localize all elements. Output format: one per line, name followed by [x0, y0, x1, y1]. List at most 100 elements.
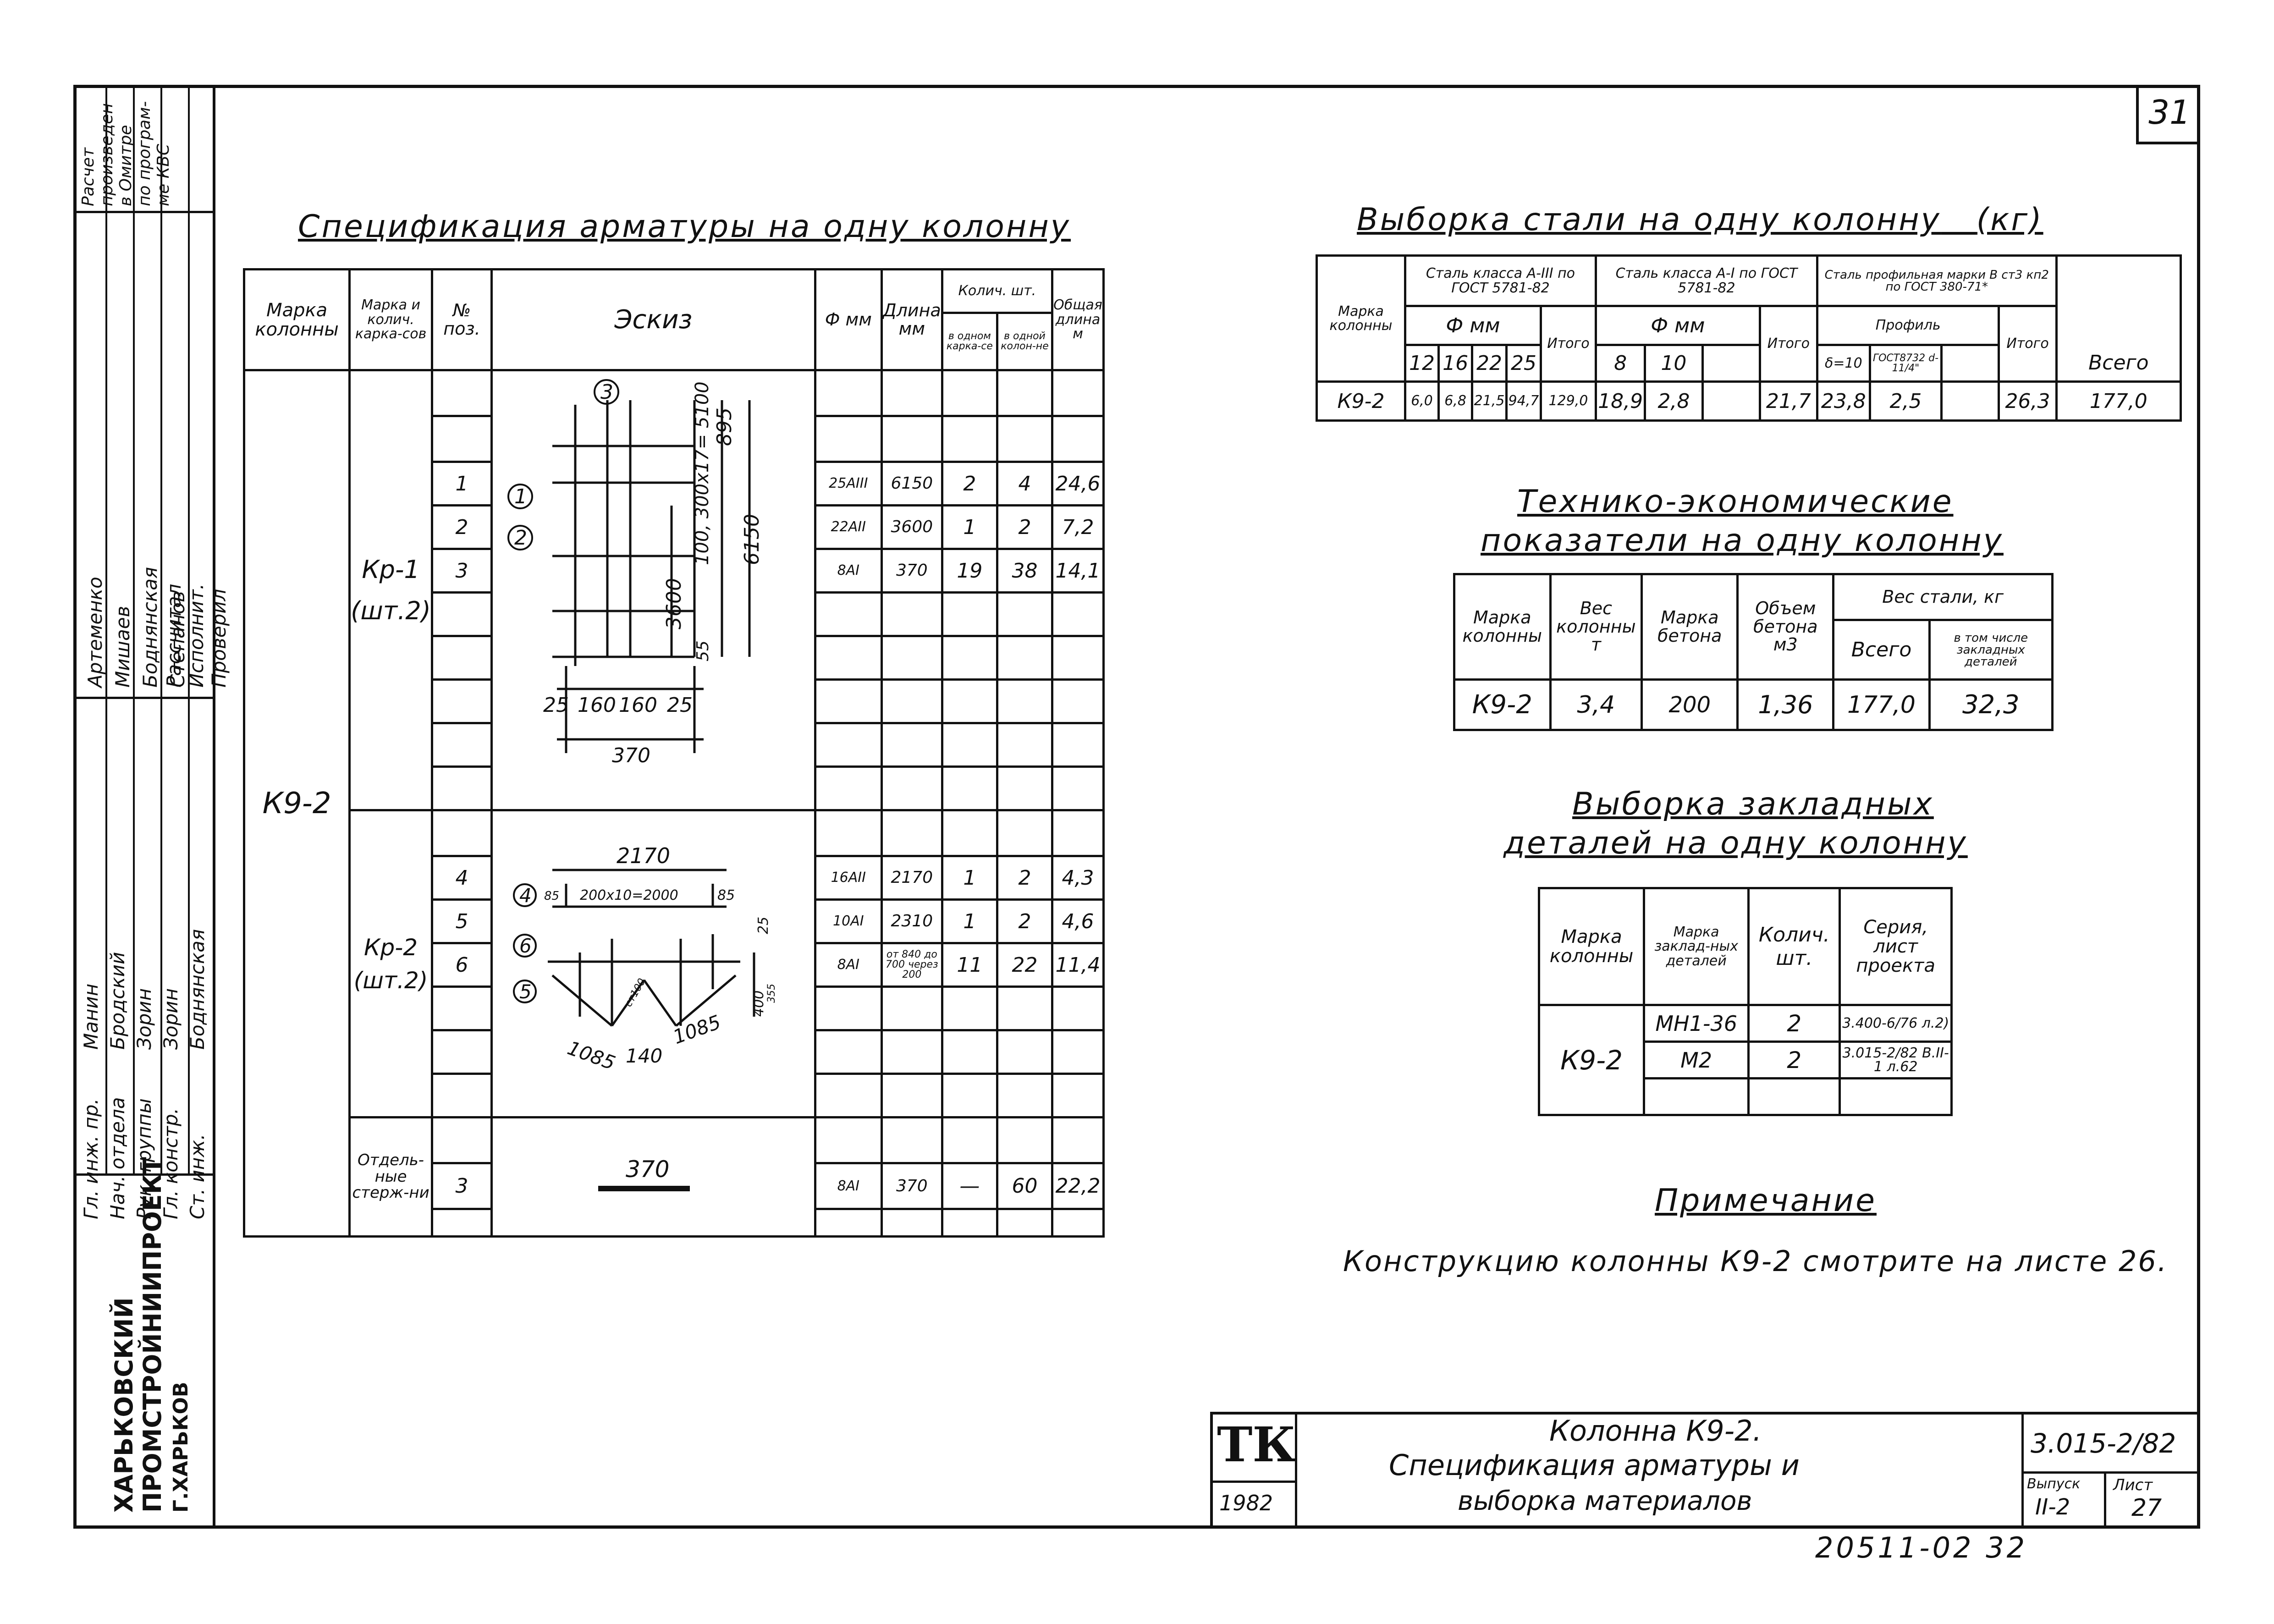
- bottom-code: 20511-02 32: [1815, 1531, 2028, 1564]
- spec-title: Спецификация арматуры на одну колонну: [298, 209, 1071, 245]
- steel-a3: 21,5: [1471, 380, 1508, 422]
- tech-title-1: Технико-экономические: [1517, 484, 1954, 520]
- steel-a1: [1701, 380, 1761, 422]
- sketch2-pos5: 5: [519, 980, 532, 1003]
- embedded-title-2: деталей на одну колонну: [1503, 825, 1968, 861]
- spec-row-len: 3600: [880, 504, 943, 550]
- stamp-title-3: выборка материалов: [1458, 1485, 1752, 1516]
- sketch1-b3: 160: [619, 694, 657, 717]
- sketch1-d3: 100, 300х17= 5100: [692, 381, 713, 565]
- steel-itogo-a3: Итого: [1539, 305, 1597, 383]
- spec-h-sketch: Эскиз: [490, 268, 816, 371]
- title-sidebar: [73, 85, 215, 1529]
- spec-group-separate: Отдель-ные стерж-ни: [348, 1116, 433, 1238]
- spec-row-q2: 2: [996, 504, 1054, 550]
- spec-row-phi: 8АI: [814, 548, 883, 594]
- spec-row-total: 22,2: [1051, 1162, 1105, 1210]
- steel-phimm-a3: Ф мм: [1404, 305, 1542, 346]
- steel-col-a3: 16: [1437, 344, 1474, 383]
- emb-row-qty: 2: [1747, 1040, 1841, 1079]
- tech-row-all: 177,0: [1832, 678, 1931, 731]
- spec-row-q1: 2: [941, 461, 998, 506]
- spec-row-total: 14,1: [1051, 548, 1105, 594]
- steel-phimm-a1: Ф мм: [1594, 305, 1761, 346]
- steel-col-prof: δ=10: [1816, 344, 1871, 383]
- sketch2-c: 1085: [670, 1010, 724, 1048]
- steel-prof: 23,8: [1816, 380, 1871, 422]
- sketch2-h2: 355: [766, 984, 777, 1003]
- steel-total: 177,0: [2055, 380, 2182, 422]
- sketch2-b: 140: [626, 1045, 662, 1067]
- sketch-kr1: 3 1 2 895 100, 300х17= 5100 6150 3600 55…: [507, 379, 764, 767]
- sketch1-d6150: 6150: [740, 514, 764, 565]
- spec-row-len: 370: [880, 548, 943, 594]
- spec-row-q2: 4: [996, 461, 1054, 506]
- spec-row-len: от 840 до 700 через 200: [880, 942, 943, 988]
- sketch2-85l: 85: [544, 889, 559, 903]
- sketch2-top: 2170: [617, 843, 670, 868]
- sketch1-b4: 25: [667, 694, 693, 717]
- spec-row-q2: 38: [996, 548, 1054, 594]
- sketch2-25: 25: [755, 916, 771, 934]
- spec-h-length: Длина мм: [880, 268, 943, 371]
- spec-row-total: 11,4: [1051, 942, 1105, 988]
- spec-row-total: 7,2: [1051, 504, 1105, 550]
- sketch1-d3600: 3600: [662, 578, 686, 629]
- steel-a3: 94,7: [1505, 380, 1542, 422]
- spec-h-total: Общая длина м: [1051, 268, 1105, 371]
- spec-h-karkas: Марка и колич. карка-сов: [348, 268, 433, 371]
- spec-row-phi: 22АII: [814, 504, 883, 550]
- spec-row-q1: —: [941, 1162, 998, 1210]
- steel-a1-total: 21,7: [1758, 380, 1818, 422]
- sketch2-a: 1085: [565, 1036, 618, 1074]
- stamp-list: 27: [2131, 1494, 2162, 1522]
- spec-row-pos: 5: [430, 898, 493, 944]
- tech-h-marka: Марка колонны: [1453, 573, 1552, 681]
- spec-h-qty-one: в одном карка-се: [941, 312, 998, 371]
- emb-row-qty: 2: [1747, 1004, 1841, 1043]
- spec-row-q2: 60: [996, 1162, 1054, 1210]
- emb-h-marka: Марка колонны: [1537, 887, 1646, 1006]
- spec-group-kr1: Кр-1(шт.2): [348, 369, 433, 811]
- stamp-list-label: Лист: [2113, 1476, 2153, 1494]
- tech-h-ves: Вес колонны т: [1549, 573, 1643, 681]
- steel-col-prof: ГОСТ8732 d-11/4": [1868, 344, 1943, 383]
- tech-row-ves: 3,4: [1549, 678, 1643, 731]
- emb-row-mark: К9-2: [1537, 1004, 1646, 1116]
- steel-a1: 2,8: [1644, 380, 1704, 422]
- steel-row-mark: К9-2: [1315, 380, 1407, 422]
- sketch3-len: 370: [626, 1156, 669, 1183]
- sketch1-b1: 25: [543, 694, 569, 717]
- tech-h-beton: Марка бетона: [1641, 573, 1739, 681]
- spec-table: Марка колонны Марка и колич. карка-сов №…: [242, 268, 1105, 1238]
- emb-h-zd: Марка заклад-ных деталей: [1643, 887, 1750, 1006]
- spec-column-mark: К9-2: [242, 369, 351, 1238]
- spec-h-phi: Ф мм: [814, 268, 883, 371]
- steel-h-vsego: Всего: [2055, 345, 2182, 383]
- spec-h-qty: Колич. шт.: [941, 268, 1054, 314]
- emb-h-qty: Колич. шт.: [1747, 887, 1841, 1006]
- sketch2-85r: 85: [717, 887, 735, 903]
- tech-h-zd: в том числе закладных деталей: [1928, 619, 2054, 681]
- tech-h-obem: Объем бетона м3: [1736, 573, 1835, 681]
- sheet-number: 31: [2136, 85, 2200, 144]
- spec-h-marka: Марка колонны: [242, 268, 351, 371]
- spec-row-len: 2170: [880, 855, 943, 901]
- steel-prof-total: 26,3: [1998, 380, 2058, 422]
- sketch1-pos1: 1: [514, 485, 527, 508]
- spec-row-total: 4,6: [1051, 898, 1105, 944]
- sketch2-pos4: 4: [519, 884, 532, 907]
- stamp-title-1: Колонна К9-2.: [1549, 1414, 1762, 1448]
- sketch1-b2: 160: [578, 694, 616, 717]
- sketch1-d895: 895: [713, 407, 736, 446]
- spec-row-len: 2310: [880, 898, 943, 944]
- spec-row-phi: 10АI: [814, 898, 883, 944]
- tech-h-steel: Вес стали, кг: [1832, 573, 2054, 621]
- spec-row-phi: 8АI: [814, 942, 883, 988]
- note-title: Примечание: [1655, 1183, 1877, 1219]
- spec-row-q2: 22: [996, 942, 1054, 988]
- steel-prof: 2,5: [1868, 380, 1943, 422]
- emb-row-series: 3.015-2/82 В.II-1 л.62: [1839, 1040, 1953, 1079]
